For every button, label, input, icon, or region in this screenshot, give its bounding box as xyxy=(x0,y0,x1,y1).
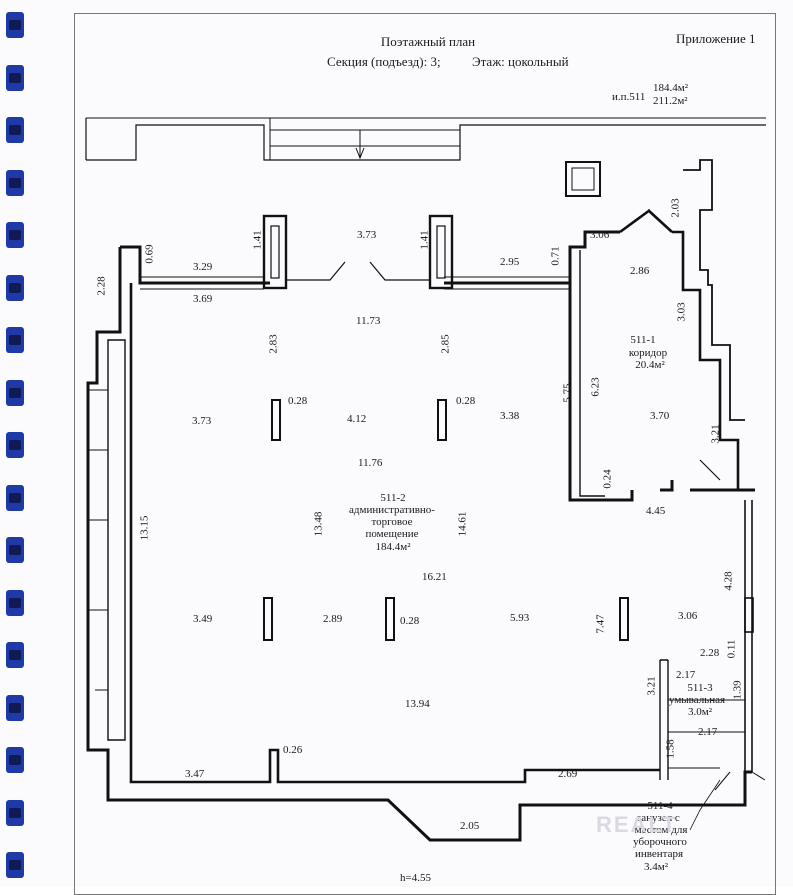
dim-label: 3.38 xyxy=(500,410,520,422)
dim-label: 2.95 xyxy=(500,256,520,268)
dim-label: 0.28 xyxy=(288,395,308,407)
room-name: санузел с xyxy=(636,812,680,824)
dim-label: 3.73 xyxy=(192,415,212,427)
room-area: 20.4м² xyxy=(635,359,665,371)
dim-label: 1.41 xyxy=(418,230,431,250)
binding-ring xyxy=(6,642,24,668)
watermark: REALT xyxy=(596,812,678,837)
section-label: Секция (подъезд): 3; xyxy=(327,54,441,69)
dim-label: 3.03 xyxy=(675,302,688,322)
dim-label: 11.76 xyxy=(358,457,383,469)
room-area: 3.0м² xyxy=(687,706,713,718)
dim-label: 4.45 xyxy=(646,505,666,517)
binding-ring xyxy=(6,169,24,196)
room-name: инвентаря xyxy=(634,848,684,860)
dim-label: 4.12 xyxy=(347,413,367,425)
dim-label: 11.73 xyxy=(356,315,381,327)
binding-ring xyxy=(6,117,24,143)
room-name: помещение xyxy=(365,528,419,540)
dim-label: 2.17 xyxy=(676,669,696,681)
binding-ring xyxy=(6,537,24,563)
dim-label: 2.86 xyxy=(630,265,650,277)
spiral-binding xyxy=(0,0,40,887)
dim-label: 13.48 xyxy=(312,511,325,537)
binding-ring xyxy=(6,327,24,353)
dim-label: 16.21 xyxy=(422,571,447,583)
dim-label: 13.15 xyxy=(138,515,151,541)
dim-label: 2.83 xyxy=(267,334,280,354)
binding-ring xyxy=(6,484,24,511)
unit-area-2: 211.2м² xyxy=(653,95,688,107)
room-id: 511-2 xyxy=(380,492,406,504)
dim-label: 3.70 xyxy=(650,410,670,422)
dim-label: 0.11 xyxy=(725,639,738,659)
dim-label: 14.61 xyxy=(456,511,469,537)
dim-label: 2.28 xyxy=(95,276,108,296)
dim-label: 1.41 xyxy=(251,230,264,250)
dim-label: 1.39 xyxy=(731,680,744,700)
dim-label: 0.26 xyxy=(283,744,303,756)
dim-label: 2.85 xyxy=(439,334,452,354)
appendix-label: Приложение 1 xyxy=(676,31,756,46)
dim-label: 4.28 xyxy=(722,571,735,591)
binding-ring xyxy=(6,432,24,458)
dim-label: 13.94 xyxy=(405,698,430,710)
floor-label: Этаж: цокольный xyxy=(472,54,569,69)
dim-label: 0.24 xyxy=(601,469,614,489)
room-name: административно- xyxy=(349,504,435,516)
dim-label: 3.49 xyxy=(193,613,213,625)
dim-label: 3.69 xyxy=(193,293,213,305)
binding-ring xyxy=(6,589,24,616)
dim-label: 7.47 xyxy=(594,614,607,634)
dim-label: 3.47 xyxy=(185,768,205,780)
ceiling-height: h=4.55 xyxy=(400,872,431,884)
plan-title: Поэтажный план xyxy=(380,34,476,49)
dim-label: 2.03 xyxy=(669,198,682,218)
dim-label: 2.69 xyxy=(558,768,578,780)
dim-label: 3.06 xyxy=(590,229,610,241)
dim-label: 0.28 xyxy=(400,615,420,627)
room-id: 511-4 xyxy=(647,800,673,812)
dim-label: 2.05 xyxy=(460,820,480,832)
dim-label: 0.71 xyxy=(549,246,562,266)
dim-label: 0.28 xyxy=(456,395,476,407)
room-name: умывальная xyxy=(668,694,726,706)
dim-label: 2.89 xyxy=(323,613,343,625)
binding-ring xyxy=(6,222,24,248)
dim-label: 2.17 xyxy=(698,726,718,738)
room-id: 511-3 xyxy=(687,682,713,694)
dim-label: 5.75 xyxy=(561,383,574,403)
binding-ring xyxy=(6,12,24,38)
dim-label: 3.21 xyxy=(645,676,658,696)
dim-label: 5.93 xyxy=(510,612,530,624)
dim-label: 3.06 xyxy=(678,610,698,622)
dim-label: 6.23 xyxy=(589,377,602,397)
room-area: 184.4м² xyxy=(375,541,411,553)
unit-area-1: 184.4м² xyxy=(653,82,689,94)
binding-ring xyxy=(6,799,24,826)
room-id: 511-1 xyxy=(630,334,656,346)
binding-ring xyxy=(6,379,24,406)
binding-ring xyxy=(6,852,24,878)
binding-ring xyxy=(6,694,24,721)
dim-label: 3.29 xyxy=(193,261,213,273)
dim-label: 3.73 xyxy=(357,229,377,241)
dim-label: 3.21 xyxy=(709,424,722,444)
dim-label: 1.58 xyxy=(664,739,677,759)
room-name: коридор xyxy=(628,347,668,359)
binding-ring xyxy=(6,64,24,91)
binding-ring xyxy=(6,747,24,773)
binding-ring xyxy=(6,274,24,301)
dim-label: 0.69 xyxy=(143,244,156,264)
room-name: местом для xyxy=(634,824,688,836)
unit-label: и.п.511 xyxy=(612,91,646,103)
dim-label: 2.28 xyxy=(700,647,720,659)
room-name: уборочного xyxy=(633,836,687,848)
room-area: 3.4м² xyxy=(643,861,669,873)
room-name: торговое xyxy=(371,516,413,528)
